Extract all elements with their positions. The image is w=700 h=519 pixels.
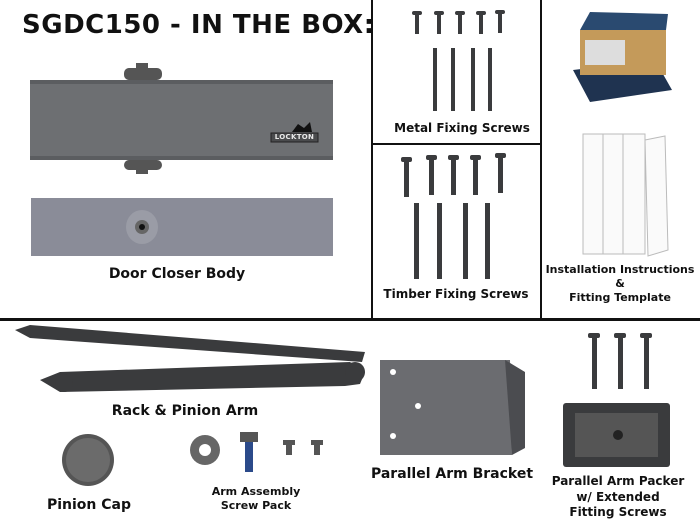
- screw-pack-image: [190, 432, 323, 472]
- divider-vertical-2: [540, 0, 542, 320]
- pinion-cap-image: [62, 434, 114, 486]
- instructions-image: [582, 133, 669, 257]
- label-installation-line3: Fitting Template: [569, 291, 671, 304]
- label-packer-line1: Parallel Arm Packer: [551, 474, 685, 488]
- label-arm-assembly-line1: Arm Assembly: [211, 485, 301, 498]
- label-packer-line2: w/ Extended: [576, 490, 660, 504]
- label-parallel-arm-bracket: Parallel Arm Bracket: [370, 466, 534, 482]
- label-metal-fixing-screws: Metal Fixing Screws: [394, 121, 530, 135]
- brand-logo-text: LOCKTON: [274, 133, 315, 141]
- metal-screws-image: [412, 10, 505, 111]
- label-installation-line2: &: [615, 277, 625, 290]
- label-rack-pinion-arm: Rack & Pinion Arm: [111, 403, 259, 419]
- divider-horizontal-screws: [372, 143, 541, 145]
- label-pinion-cap: Pinion Cap: [46, 497, 132, 513]
- label-timber-fixing-screws: Timber Fixing Screws: [383, 287, 529, 301]
- timber-screws-image: [401, 153, 506, 279]
- label-door-closer-body: Door Closer Body: [108, 266, 246, 282]
- door-closer-body-image: [30, 63, 333, 256]
- divider-vertical-1: [371, 0, 373, 320]
- parallel-arm-bracket-image: [380, 360, 525, 455]
- box-image: [573, 12, 672, 102]
- label-installation-line1: Installation Instructions: [545, 263, 695, 276]
- packer-image: [563, 333, 670, 467]
- divider-horizontal-main: [0, 318, 700, 321]
- rack-pinion-arm-image: [15, 325, 365, 392]
- label-packer-line3: Fitting Screws: [569, 505, 667, 519]
- label-arm-assembly-line2: Screw Pack: [220, 499, 292, 512]
- page-title: SGDC150 - IN THE BOX:: [22, 10, 375, 40]
